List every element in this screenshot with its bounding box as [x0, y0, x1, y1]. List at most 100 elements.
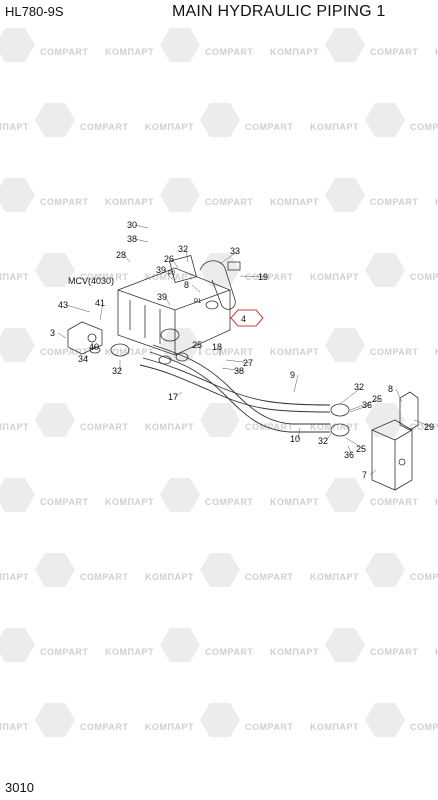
- callout-leader-line: [347, 445, 353, 456]
- watermark-tile: KOMПAPT COMPART: [145, 553, 293, 587]
- callout-leader-line: [293, 374, 299, 393]
- watermark-brand-b: COMPART: [245, 272, 293, 282]
- watermark-brand-a: KOMПAPT: [435, 47, 438, 57]
- watermark-brand-a: KOMПAPT: [0, 722, 29, 732]
- callout-number: 34: [78, 354, 88, 364]
- callout-leader-line: [339, 386, 363, 405]
- callout-number: 9: [290, 370, 295, 380]
- callout-number: 32: [318, 436, 328, 446]
- callout-number: 3: [50, 328, 55, 338]
- watermark-brand-b: COMPART: [40, 497, 88, 507]
- watermark-brand-a: KOMПAPT: [310, 422, 359, 432]
- callout-leader-line: [191, 284, 201, 293]
- watermark-brand-a: KOMПAPT: [105, 47, 154, 57]
- port-label-p1: P1: [194, 299, 202, 305]
- watermark-brand-a: KOMПAPT: [270, 497, 319, 507]
- watermark-brand-b: COMPART: [410, 722, 438, 732]
- callout-leader-line: [99, 302, 104, 321]
- callout-leader-line: [65, 304, 91, 313]
- watermark-brand-b: COMPART: [40, 347, 88, 357]
- callout-leader-line: [134, 224, 149, 229]
- watermark-brand-a: KOMПAPT: [145, 722, 194, 732]
- watermark-brand-a: KOMПAPT: [0, 272, 29, 282]
- watermark-brand-b: COMPART: [370, 197, 418, 207]
- callout-leader-line: [163, 269, 173, 280]
- watermark-brand-a: KOMПAPT: [435, 497, 438, 507]
- highlight-callout-4-marker: [230, 309, 264, 327]
- callout-leader-line: [395, 388, 403, 403]
- watermark-brand-b: COMPART: [245, 122, 293, 132]
- callout-leader-line: [185, 248, 189, 263]
- watermark-brand-a: KOMПAPT: [0, 422, 29, 432]
- lower-flanges: [110, 328, 189, 365]
- callout-number: 26: [164, 254, 174, 264]
- callout-leader-line: [369, 469, 377, 476]
- watermark-brand-b: COMPART: [80, 572, 128, 582]
- callout-number: 27: [243, 358, 253, 368]
- callout-number: 39: [156, 265, 166, 275]
- callout-number: 40: [89, 342, 99, 352]
- callout-number: 17: [168, 392, 178, 402]
- main-pipes: [139, 344, 331, 433]
- callout-number: 29: [424, 422, 434, 432]
- watermark-brand-b: COMPART: [410, 572, 438, 582]
- callout-leader-line: [123, 254, 131, 263]
- callout-number: 39: [157, 292, 167, 302]
- callout-number: 18: [212, 342, 222, 352]
- watermark-brand-a: KOMПAPT: [435, 647, 438, 657]
- watermark-brand-b: COMPART: [205, 197, 253, 207]
- port-label-p2: P2: [168, 271, 176, 277]
- watermark-tile: KOMПAPT COMPART: [0, 103, 128, 137]
- callout-leader-line: [93, 345, 98, 348]
- watermark-tile: KOMПAPT COMPART: [105, 478, 253, 512]
- watermark-brand-a: KOMПAPT: [270, 197, 319, 207]
- callout-leader-line: [175, 391, 183, 398]
- watermark-brand-b: COMPART: [205, 497, 253, 507]
- watermark-brand-b: COMPART: [40, 197, 88, 207]
- watermark-brand-a: KOMПAPT: [310, 572, 359, 582]
- watermark-brand-b: COMPART: [410, 272, 438, 282]
- watermark-brand-b: COMPART: [370, 347, 418, 357]
- callout-leader-line: [297, 427, 301, 440]
- watermark-brand-a: KOMПAPT: [0, 122, 29, 132]
- model-code: HL780-9S: [5, 4, 64, 19]
- watermark-brand-b: COMPART: [245, 422, 293, 432]
- watermark-brand-a: KOMПAPT: [145, 272, 194, 282]
- watermark-tile: KOMПAPT COMPART: [270, 178, 418, 212]
- callout-number: 33: [230, 246, 240, 256]
- callout-leader-line: [221, 367, 243, 372]
- highlighted-callout-4: 4: [241, 314, 246, 324]
- watermark-brand-b: COMPART: [80, 722, 128, 732]
- callout-number: 36: [344, 450, 354, 460]
- watermark-brand-a: KOMПAPT: [105, 497, 154, 507]
- watermark-brand-a: KOMПAPT: [270, 347, 319, 357]
- watermark-brand-b: COMPART: [245, 572, 293, 582]
- callout-number: 25: [192, 340, 202, 350]
- callout-number: 19: [258, 272, 268, 282]
- watermark-brand-a: KOMПAPT: [105, 347, 154, 357]
- watermark-brand-b: COMPART: [80, 122, 128, 132]
- callout-number: 28: [116, 250, 126, 260]
- callout-leader-line: [57, 332, 67, 339]
- callout-leader-line: [164, 296, 171, 306]
- callout-number: 32: [112, 366, 122, 376]
- watermark-brand-a: KOMПAPT: [145, 572, 194, 582]
- callout-leader-line: [345, 437, 365, 450]
- watermark-tile: KOMПAPT COMPART: [0, 703, 128, 737]
- left-flange: [67, 321, 103, 355]
